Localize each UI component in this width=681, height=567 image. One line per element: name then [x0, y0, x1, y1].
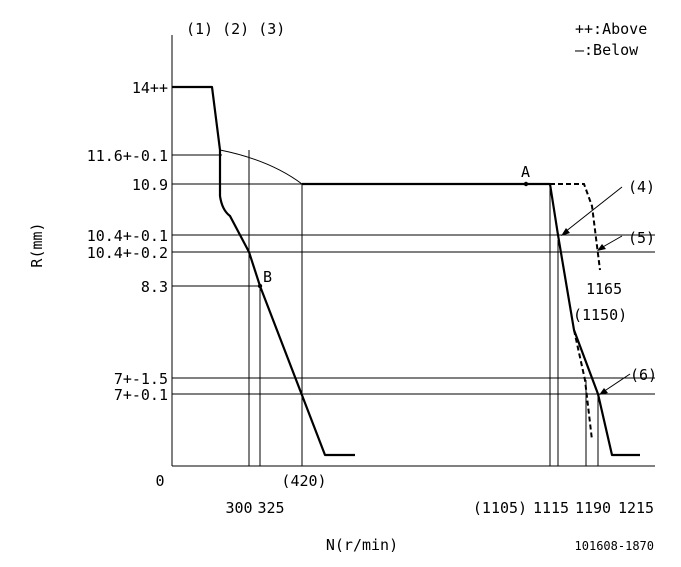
y-axis-label: R(mm)	[28, 222, 46, 267]
x-tick-1105: (1105)	[473, 499, 527, 517]
callout-6-leader	[602, 373, 631, 393]
x-axis-label: N(r/min)	[326, 536, 398, 554]
labels-1-2-3: (1) (2) (3)	[186, 20, 285, 38]
annotation-1150: (1150)	[573, 306, 627, 324]
point-a-marker	[523, 181, 529, 187]
dashed-curve-lower	[573, 329, 593, 441]
callout-5-arrow	[597, 244, 606, 251]
legend-above: ++:Above	[575, 20, 647, 38]
y-tick-10-4b: 10.4+-0.2	[87, 244, 168, 262]
x-tick-1190: 1190	[575, 499, 611, 517]
callout-5-label: (5)	[628, 229, 655, 247]
y-tick-11-6: 11.6+-0.1	[87, 147, 168, 165]
annotation-1165: 1165	[586, 280, 622, 298]
governor-curve-right	[302, 182, 640, 457]
torque-arc	[219, 149, 303, 185]
callout-6-label: (6)	[630, 366, 657, 384]
x-tick-420: (420)	[281, 472, 326, 490]
governor-curve-left	[172, 85, 355, 457]
point-b-marker	[257, 283, 263, 289]
point-a-label: A	[521, 163, 530, 181]
callout-4-arrow	[561, 228, 570, 236]
y-tick-8-3: 8.3	[141, 278, 168, 296]
x-tick-325: 325	[257, 499, 284, 517]
y-tick-14: 14++	[132, 79, 168, 97]
point-b-label: B	[263, 268, 272, 286]
y-tick-10-4a: 10.4+-0.1	[87, 227, 168, 245]
dashed-curve-upper	[550, 183, 601, 271]
y-tick-10-9: 10.9	[132, 176, 168, 194]
x-tick-1115: 1115	[533, 499, 569, 517]
y-tick-7a: 7+-1.5	[114, 370, 168, 388]
callout-4-label: (4)	[628, 178, 655, 196]
origin-label: 0	[155, 472, 164, 490]
legend-below: —:Below	[575, 41, 639, 59]
doc-code: 101608-1870	[575, 539, 654, 553]
x-tick-300: 300	[225, 499, 252, 517]
x-tick-1215: 1215	[618, 499, 654, 517]
callout-4-leader	[564, 186, 623, 233]
callout-6-arrow	[599, 388, 608, 395]
callout-5-leader	[600, 235, 623, 249]
y-tick-7b: 7+-0.1	[114, 386, 168, 404]
